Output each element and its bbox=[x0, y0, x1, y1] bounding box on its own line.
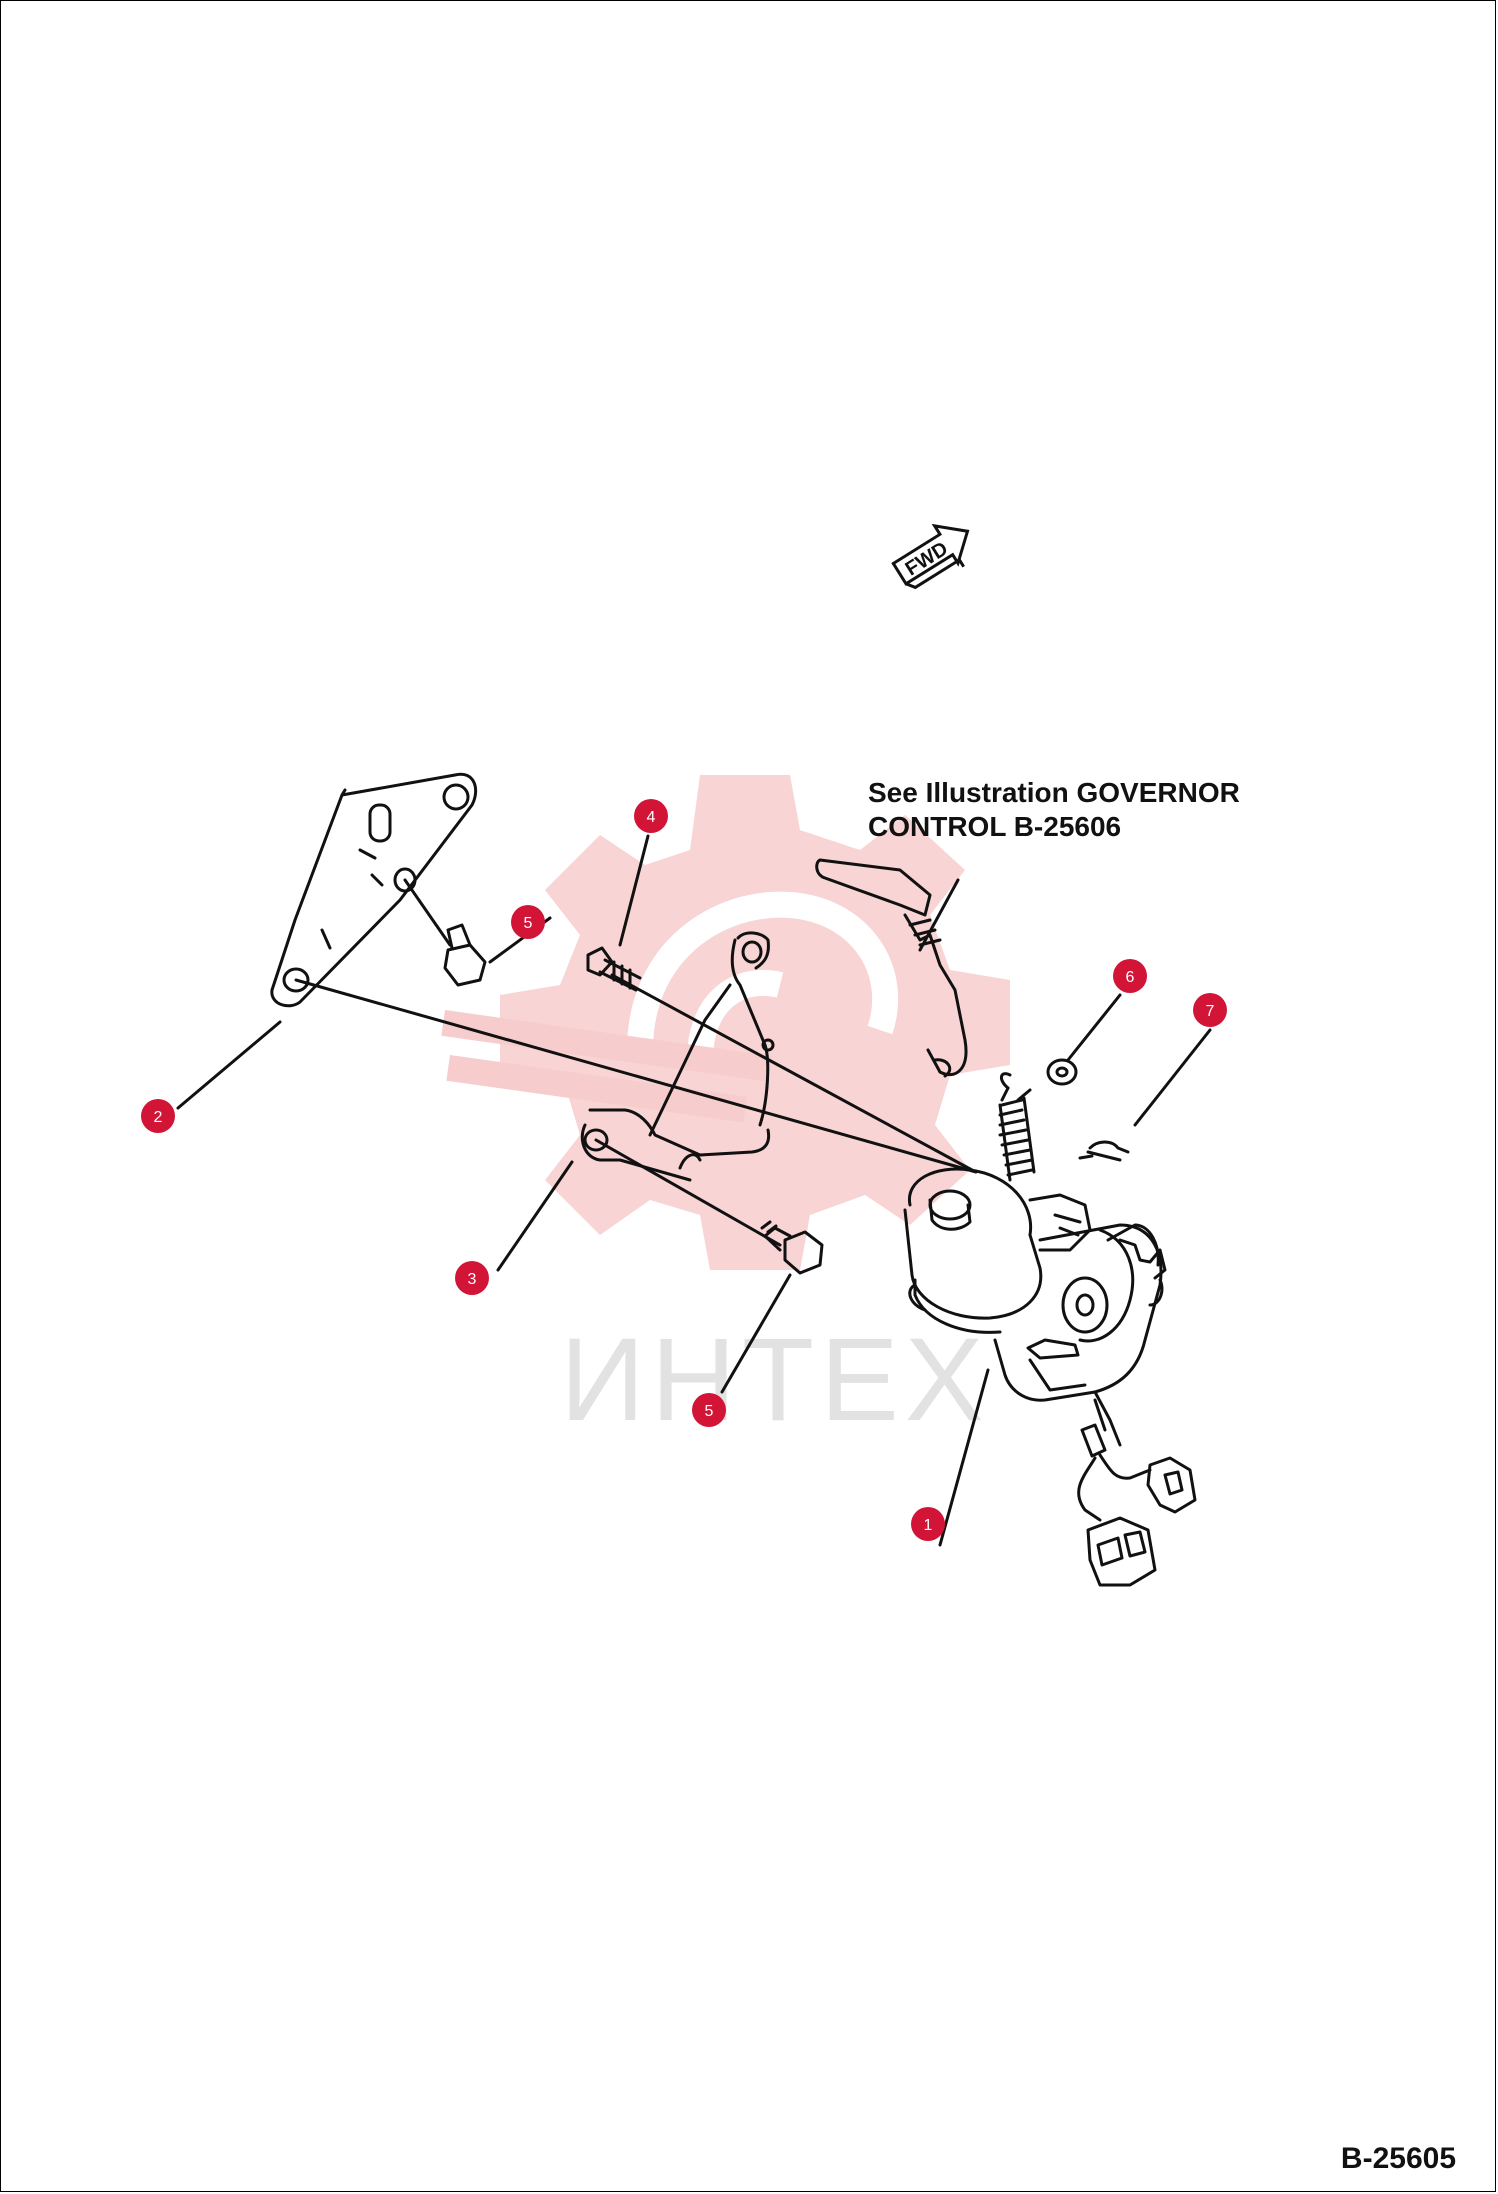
cotter-pin bbox=[1078, 1140, 1130, 1162]
callout-3: 3 bbox=[455, 1261, 489, 1295]
svg-text:5: 5 bbox=[524, 915, 533, 932]
svg-text:5: 5 bbox=[705, 1403, 714, 1420]
governor-reference-note: See Illustration GOVERNOR CONTROL B-2560… bbox=[868, 776, 1240, 844]
watermark-swirl bbox=[627, 891, 899, 1061]
callouts: 2 4 5 6 7 3 5 1 bbox=[141, 799, 1227, 1541]
callout-6: 6 bbox=[1113, 959, 1147, 993]
note-line-1: See Illustration GOVERNOR bbox=[868, 777, 1240, 808]
svg-text:4: 4 bbox=[647, 809, 656, 826]
fwd-arrow-icon: FWD bbox=[891, 523, 970, 590]
note-line-2: CONTROL B-25606 bbox=[868, 811, 1122, 842]
callout-4: 4 bbox=[634, 799, 668, 833]
figure-number: B-25605 bbox=[1340, 2142, 1456, 2175]
callout-2: 2 bbox=[141, 1099, 175, 1133]
callout-7: 7 bbox=[1193, 993, 1227, 1027]
washer bbox=[1046, 1058, 1078, 1086]
lower-bolt bbox=[760, 1220, 824, 1275]
watermark-text: ИНТЕХ bbox=[560, 1314, 990, 1446]
mounting-plate bbox=[270, 772, 478, 1008]
svg-text:7: 7 bbox=[1206, 1003, 1215, 1020]
spring bbox=[998, 1072, 1036, 1182]
leader-lines bbox=[176, 834, 1212, 1547]
callout-1: 1 bbox=[911, 1507, 945, 1541]
callout-5-lower: 5 bbox=[692, 1393, 726, 1427]
svg-text:3: 3 bbox=[468, 1271, 477, 1288]
lower-bracket bbox=[580, 931, 775, 1182]
svg-text:2: 2 bbox=[154, 1109, 163, 1126]
svg-text:1: 1 bbox=[924, 1517, 933, 1534]
long-bolt bbox=[586, 946, 642, 992]
watermark-stripes bbox=[441, 1009, 772, 1123]
svg-text:6: 6 bbox=[1126, 969, 1135, 986]
upper-bolt bbox=[443, 923, 487, 987]
callout-5-upper: 5 bbox=[511, 905, 545, 939]
